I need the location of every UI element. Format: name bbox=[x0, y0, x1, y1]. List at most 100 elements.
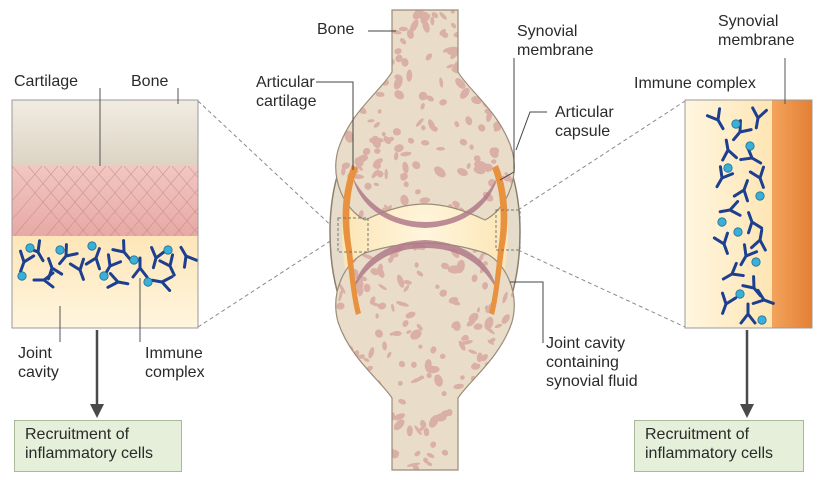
bone-pore bbox=[475, 454, 483, 468]
bone-pore bbox=[504, 28, 513, 37]
bone-pore bbox=[349, 9, 358, 18]
label-bone-top: Bone bbox=[317, 20, 354, 39]
bone-pore bbox=[351, 92, 358, 98]
bone-pore bbox=[459, 9, 466, 16]
bone-pore bbox=[345, 54, 351, 60]
right-inset bbox=[685, 100, 812, 328]
bone-pore bbox=[495, 353, 505, 365]
bone-pore bbox=[381, 4, 392, 15]
bone-pore bbox=[461, 449, 466, 458]
bone-pore bbox=[497, 354, 509, 366]
arrow-right bbox=[740, 330, 754, 418]
bone-pore bbox=[475, 407, 482, 415]
antigen-icon bbox=[144, 278, 152, 286]
bone-pore bbox=[344, 464, 350, 470]
bone-pore bbox=[331, 82, 342, 90]
bone-pore bbox=[385, 33, 390, 39]
bone-pore bbox=[360, 411, 366, 417]
bone-pore bbox=[336, 111, 345, 118]
bone-pore bbox=[384, 39, 391, 46]
bone-pore bbox=[346, 70, 355, 78]
bone-pore bbox=[366, 416, 376, 426]
bone-pore bbox=[490, 41, 494, 49]
joint-illustration bbox=[330, 4, 521, 475]
bone-pore bbox=[489, 369, 495, 379]
bone-pore bbox=[509, 426, 518, 436]
outcome-box-left: Recruitment of inflammatory cells bbox=[14, 420, 182, 472]
bone-pore bbox=[470, 406, 477, 412]
bone-pore bbox=[346, 389, 352, 403]
bone-pore bbox=[495, 100, 509, 109]
antigen-icon bbox=[56, 246, 64, 254]
antigen-icon bbox=[130, 256, 138, 264]
antigen-icon bbox=[746, 142, 754, 150]
bone-pore bbox=[489, 92, 501, 103]
bone-pore bbox=[491, 98, 496, 103]
label-joint-cavity-fluid: Joint cavity containing synovial fluid bbox=[546, 334, 638, 391]
bone-pore bbox=[509, 99, 517, 112]
bone-pore bbox=[366, 387, 373, 394]
bone-pore bbox=[504, 7, 514, 17]
antigen-icon bbox=[100, 272, 108, 280]
bone-pore bbox=[501, 26, 509, 32]
bone-pore bbox=[360, 376, 364, 386]
label-synovial-membrane: Synovial membrane bbox=[517, 22, 593, 60]
bone-pore bbox=[491, 80, 498, 85]
antigen-icon bbox=[26, 244, 34, 252]
bone-pore bbox=[337, 366, 345, 373]
label-left-bone: Bone bbox=[131, 72, 168, 91]
bone-pore bbox=[375, 388, 385, 395]
label-joint-cavity: Joint cavity bbox=[18, 344, 59, 382]
label-articular-capsule: Articular capsule bbox=[555, 103, 614, 141]
bone-pore bbox=[358, 34, 370, 41]
bone-pore bbox=[374, 386, 384, 397]
antigen-icon bbox=[88, 242, 96, 250]
bone-pore bbox=[465, 461, 476, 472]
bone-pore bbox=[460, 64, 474, 72]
bone-pore bbox=[359, 439, 365, 446]
bone-pore bbox=[361, 436, 371, 446]
bone-pore bbox=[499, 67, 512, 81]
bone-pore bbox=[482, 429, 491, 438]
bone-pore bbox=[334, 466, 342, 471]
bone-pore bbox=[508, 8, 513, 15]
bone-pore bbox=[436, 147, 445, 151]
label-immune-complex-right: Immune complex bbox=[634, 74, 756, 93]
label-immune-complex-left: Immune complex bbox=[145, 344, 205, 382]
bone-pore bbox=[331, 116, 346, 129]
bone-pore bbox=[362, 434, 373, 439]
bone-pore bbox=[335, 447, 349, 452]
bone-pore bbox=[350, 99, 357, 111]
antigen-icon bbox=[752, 258, 760, 266]
bone-pore bbox=[330, 409, 343, 422]
bone-pore bbox=[503, 74, 510, 83]
bone-pore bbox=[497, 42, 504, 49]
bone-pore bbox=[359, 411, 364, 418]
bone-pore bbox=[340, 361, 343, 371]
antigen-icon bbox=[734, 228, 742, 236]
bone-pore bbox=[510, 399, 516, 410]
bone-pore bbox=[464, 33, 473, 43]
label-cartilage: Cartilage bbox=[14, 72, 78, 91]
bone-pore bbox=[487, 425, 492, 428]
bone-pore bbox=[376, 423, 382, 429]
bone-pore bbox=[335, 395, 350, 402]
bone-pore bbox=[466, 420, 480, 434]
bone-pore bbox=[465, 395, 472, 404]
bone-pore bbox=[361, 5, 367, 16]
bone-pore bbox=[341, 391, 350, 398]
label-articular-cartilage: Articular cartilage bbox=[256, 73, 316, 111]
bone-pore bbox=[468, 49, 476, 58]
bone-pore bbox=[381, 439, 390, 444]
bone-pore bbox=[353, 373, 361, 386]
bone-pore bbox=[331, 348, 341, 358]
bone-pore bbox=[415, 262, 419, 268]
bone-pore bbox=[508, 61, 517, 70]
bone-pore bbox=[371, 52, 381, 62]
bone-pore bbox=[502, 384, 507, 389]
antigen-icon bbox=[732, 120, 740, 128]
antigen-icon bbox=[724, 164, 732, 172]
bone-pore bbox=[463, 461, 472, 467]
